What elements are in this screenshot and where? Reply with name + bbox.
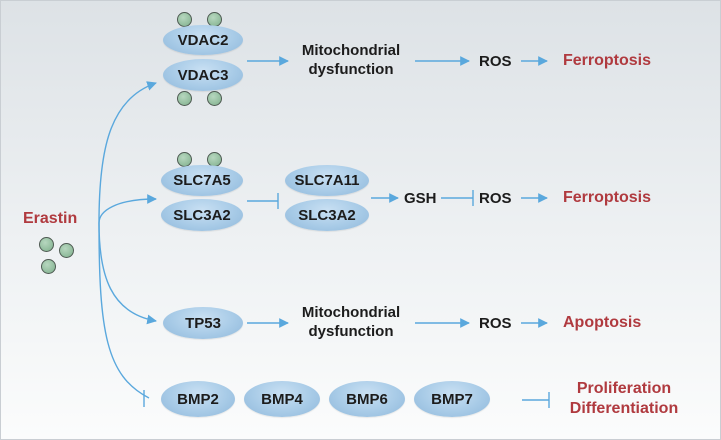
ros-2: ROS (479, 190, 512, 207)
ferroptosis-2: Ferroptosis (563, 189, 652, 206)
slc7a5-node: SLC7A5 (161, 165, 243, 196)
gsh: GSH (404, 190, 437, 207)
ros-1: ROS (479, 53, 512, 70)
proliferation-label: Proliferation (576, 380, 672, 397)
apoptosis: Apoptosis (563, 314, 642, 331)
erastin-molecule-icon (59, 243, 74, 258)
erastin-molecule-icon (39, 237, 54, 252)
mito-dysfunction-1-line2: dysfunction (308, 61, 394, 78)
erastin-bound-icon (207, 91, 222, 106)
proliferation-differentiation: Proliferation Differentiation (563, 379, 685, 419)
mito-dysfunction-3-line2: dysfunction (308, 323, 394, 340)
mito-dysfunction-3: Mitochondrial dysfunction (291, 303, 411, 341)
branch-to-vdac (98, 81, 157, 224)
bmp6-node: BMP6 (329, 381, 405, 417)
mito-dysfunction-3-line1: Mitochondrial (301, 304, 401, 321)
bmp4-node: BMP4 (244, 381, 320, 417)
slc3a2-node-left: SLC3A2 (161, 199, 243, 231)
ferroptosis-1: Ferroptosis (563, 52, 652, 69)
bmp7-node: BMP7 (414, 381, 490, 417)
vdac3-node: VDAC3 (163, 59, 243, 91)
erastin-molecule-icon (41, 259, 56, 274)
mito-dysfunction-1-line1: Mitochondrial (301, 42, 401, 59)
slc3a2-node-right: SLC3A2 (285, 199, 369, 231)
tp53-node: TP53 (163, 307, 243, 339)
erastin-bound-icon (177, 91, 192, 106)
vdac2-node: VDAC2 (163, 25, 243, 55)
mito-dysfunction-1: Mitochondrial dysfunction (291, 41, 411, 79)
erastin-label: Erastin (23, 210, 78, 227)
branch-to-bmp (98, 222, 150, 399)
ros-3: ROS (479, 315, 512, 332)
bmp2-node: BMP2 (161, 381, 235, 417)
branch-to-slc7a5 (98, 194, 157, 224)
branch-to-tp53 (98, 222, 157, 325)
differentiation-label: Differentiation (569, 400, 679, 417)
slc7a11-node: SLC7A11 (285, 165, 369, 196)
